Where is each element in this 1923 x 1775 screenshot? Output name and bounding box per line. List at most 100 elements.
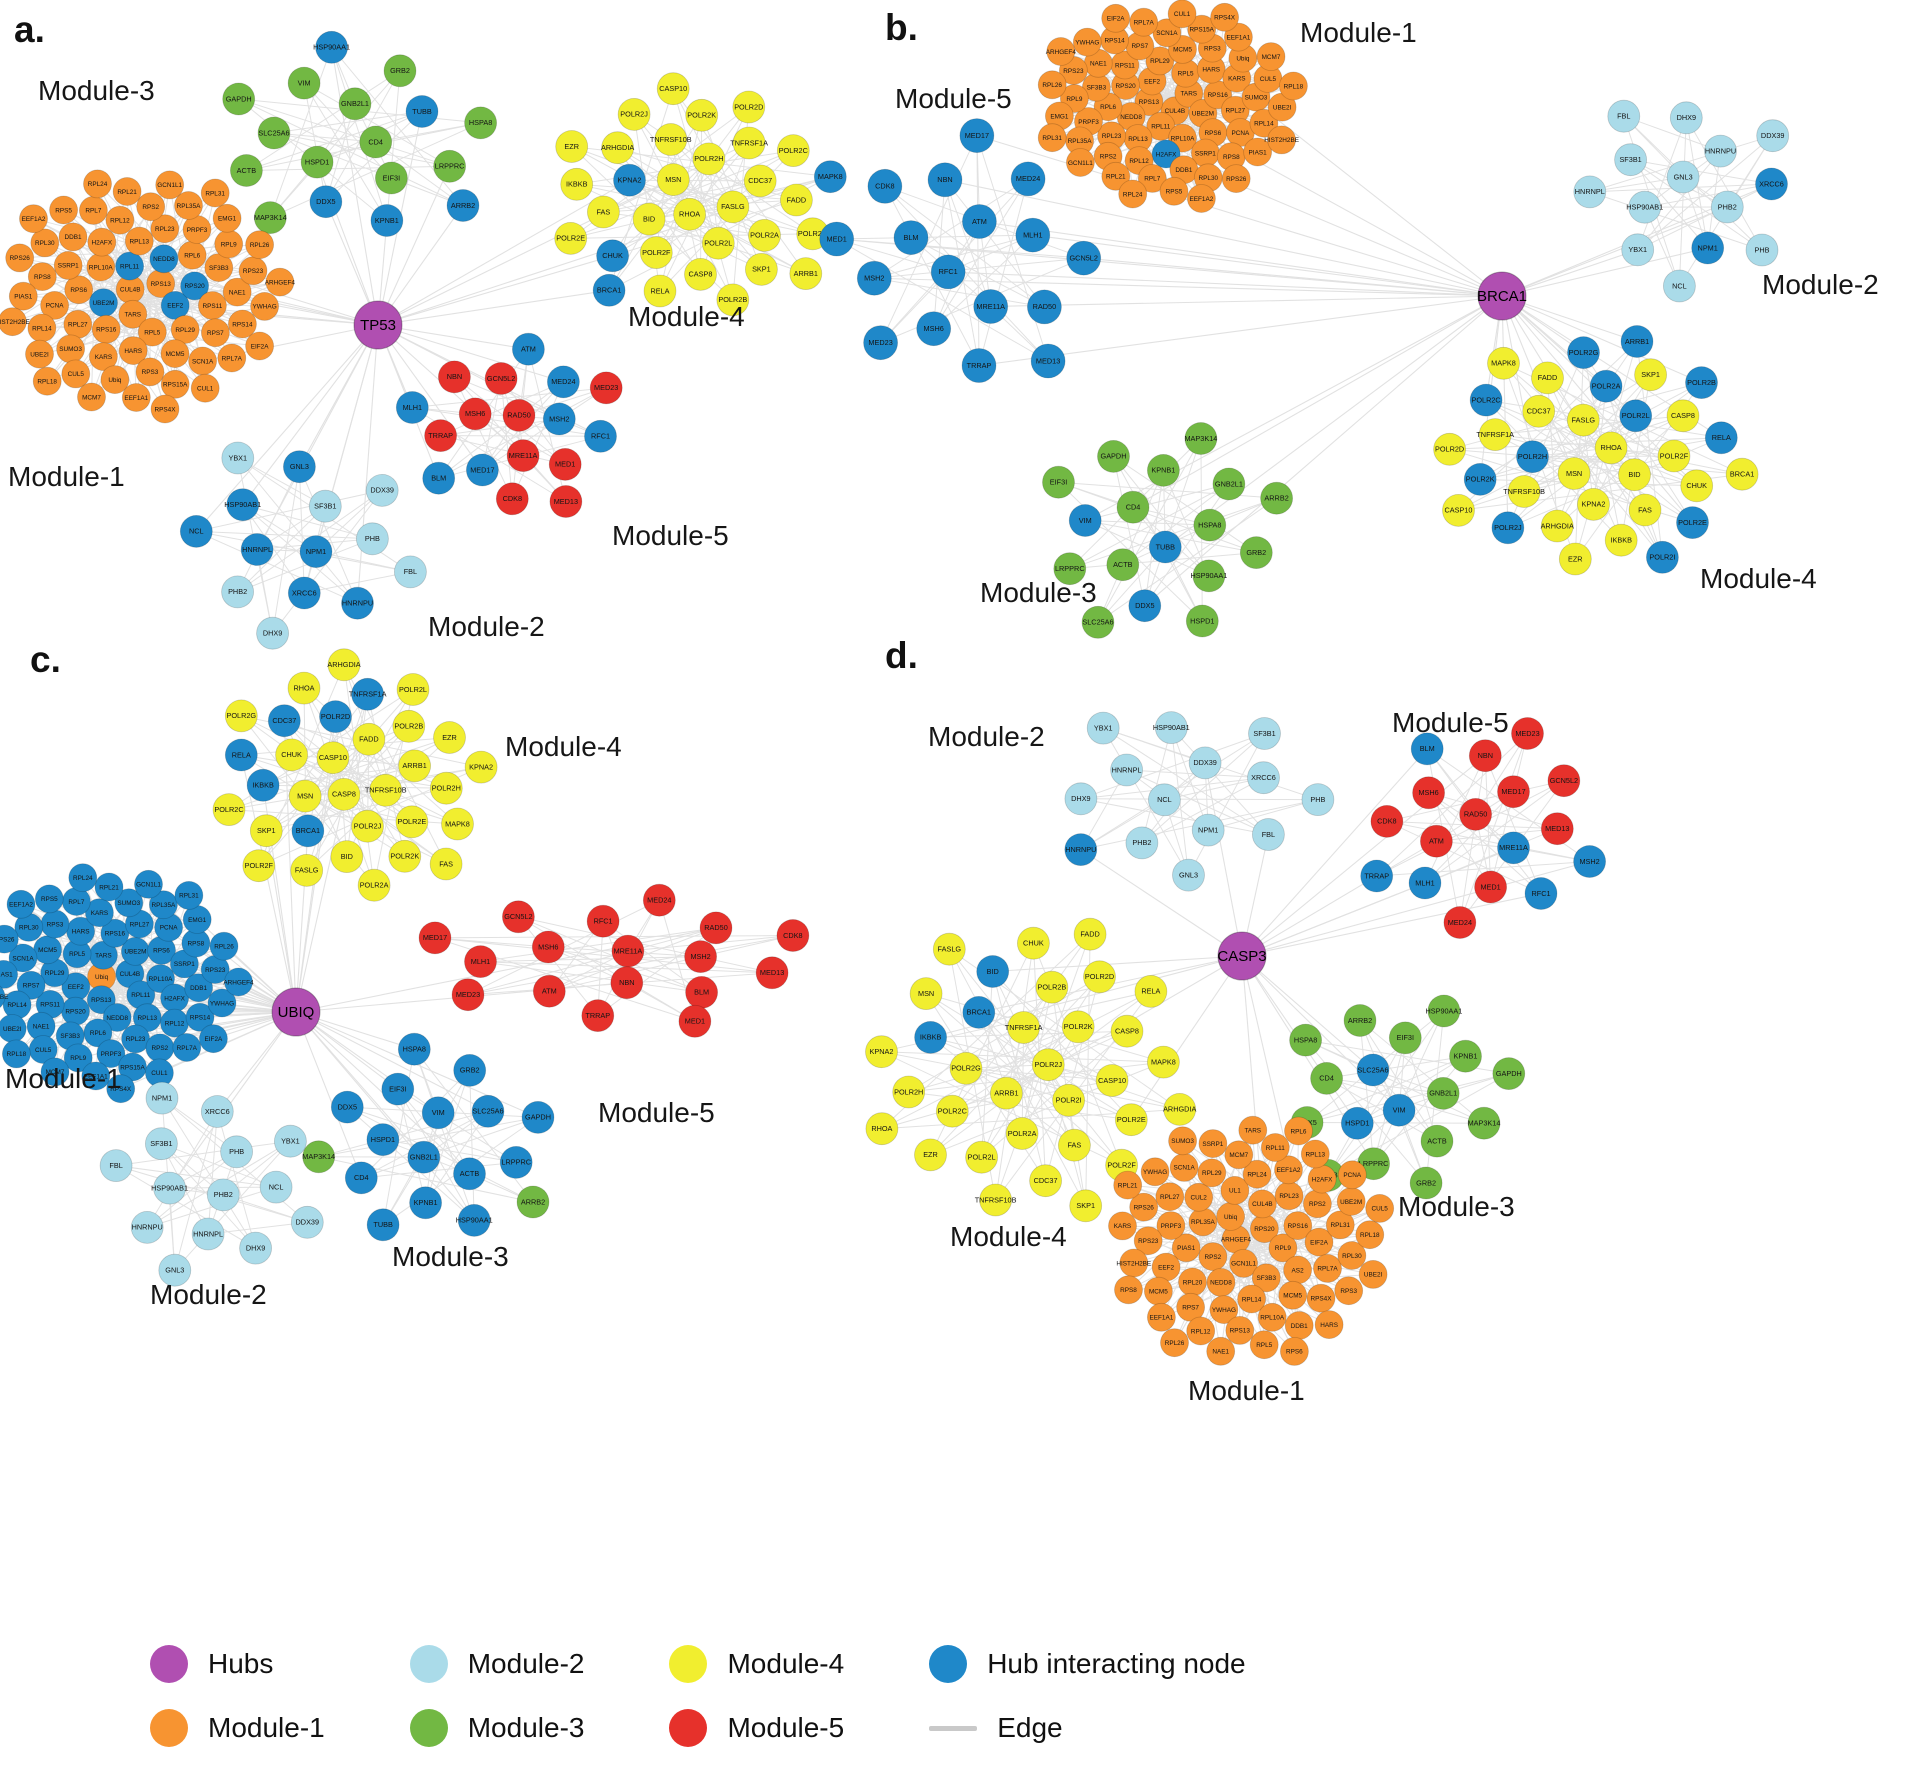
node-HNRNPL[interactable]: HNRNPL <box>1110 753 1143 787</box>
node-SKP1[interactable]: SKP1 <box>249 814 283 848</box>
node-RPS26[interactable]: RPS26 <box>0 924 19 954</box>
node-RPS15A[interactable]: RPS15A <box>118 1052 147 1082</box>
node-PRPF3[interactable]: PRPF3 <box>96 1039 126 1068</box>
node-DDX39[interactable]: DDX39 <box>290 1205 324 1239</box>
node-HSP90AA1[interactable]: HSP90AA1 <box>313 30 350 64</box>
node-XRCC6[interactable]: XRCC6 <box>287 576 321 610</box>
node-SCN1A[interactable]: SCN1A <box>1152 18 1182 48</box>
node-TUBB[interactable]: TUBB <box>1148 530 1182 564</box>
node-RFC1[interactable]: RFC1 <box>930 254 966 290</box>
node-XRCC6[interactable]: XRCC6 <box>1755 167 1788 201</box>
node-EEF1A1[interactable]: EEF1A1 <box>1224 22 1253 52</box>
node-KPNB1[interactable]: KPNB1 <box>1449 1039 1482 1073</box>
node-RPL35A[interactable]: RPL35A <box>174 191 203 220</box>
node-BLM[interactable]: BLM <box>893 220 929 256</box>
node-RPL5[interactable]: RPL5 <box>1249 1330 1279 1360</box>
node-TUBB[interactable]: TUBB <box>366 1208 400 1242</box>
node-FADD[interactable]: FADD <box>352 722 386 756</box>
node-RPL31[interactable]: RPL31 <box>174 881 204 910</box>
node-RPS26[interactable]: RPS26 <box>5 243 35 273</box>
node-EEF2[interactable]: EEF2 <box>1151 1252 1181 1282</box>
node-HSPA8[interactable]: HSPA8 <box>464 106 498 140</box>
node-RAD50[interactable]: RAD50 <box>699 911 733 945</box>
node-FADD[interactable]: FADD <box>1531 361 1564 395</box>
node-ATM[interactable]: ATM <box>512 332 545 366</box>
node-MSH2[interactable]: MSH2 <box>542 402 576 436</box>
node-CASP10[interactable]: CASP10 <box>1442 493 1475 527</box>
node-MED1[interactable]: MED1 <box>548 447 582 481</box>
node-PIAS1[interactable]: PIAS1 <box>1171 1233 1201 1263</box>
node-RPS23[interactable]: RPS23 <box>238 256 268 286</box>
node-EIF2A[interactable]: EIF2A <box>198 1024 228 1054</box>
node-POLR2L[interactable]: POLR2L <box>1619 399 1653 433</box>
node-MSH2[interactable]: MSH2 <box>684 940 717 973</box>
node-POLR2C[interactable]: POLR2C <box>776 134 810 168</box>
node-RPL26[interactable]: RPL26 <box>245 230 275 260</box>
node-EIF2A[interactable]: EIF2A <box>1101 3 1131 33</box>
node-RPL7A[interactable]: RPL7A <box>172 1033 202 1062</box>
node-XRCC6[interactable]: XRCC6 <box>1247 761 1280 795</box>
node-RPL35A[interactable]: RPL35A <box>148 890 178 920</box>
node-HSP90AA1[interactable]: HSP90AA1 <box>1190 559 1227 593</box>
node-RPL7A[interactable]: RPL7A <box>1129 7 1159 37</box>
node-MLH1[interactable]: MLH1 <box>395 391 429 424</box>
node-ARRB2[interactable]: ARRB2 <box>1343 1004 1377 1037</box>
node-EEF1A1[interactable]: EEF1A1 <box>1147 1302 1176 1332</box>
node-POLR2B[interactable]: POLR2B <box>1685 366 1718 400</box>
node-RPS2[interactable]: RPS2 <box>1198 1242 1228 1271</box>
node-CHUK[interactable]: CHUK <box>596 239 629 273</box>
node-UBE2I[interactable]: UBE2I <box>1358 1260 1388 1289</box>
node-ACTB[interactable]: ACTB <box>453 1157 486 1191</box>
node-DDX5[interactable]: DDX5 <box>330 1090 364 1124</box>
node-PHB[interactable]: PHB <box>1301 783 1335 816</box>
node-CDC37[interactable]: CDC37 <box>1029 1164 1062 1198</box>
node-EZR[interactable]: EZR <box>914 1138 947 1172</box>
node-YBX1[interactable]: YBX1 <box>1621 233 1655 267</box>
node-RPL18[interactable]: RPL18 <box>1355 1220 1385 1250</box>
node-POLR2J[interactable]: POLR2J <box>617 98 651 131</box>
node-HIST2H2BE[interactable]: HIST2H2BE <box>1264 125 1299 155</box>
node-YWHAG[interactable]: YWHAG <box>1140 1157 1170 1187</box>
node-POLR2K[interactable]: POLR2K <box>685 98 719 132</box>
node-RELA[interactable]: RELA <box>1704 421 1738 455</box>
node-EMG1[interactable]: EMG1 <box>212 203 242 233</box>
node-ARRB2[interactable]: ARRB2 <box>516 1185 550 1219</box>
node-BRCA1[interactable]: BRCA1 <box>1725 457 1759 491</box>
node-RPL31[interactable]: RPL31 <box>1037 123 1067 153</box>
node-DDB1[interactable]: DDB1 <box>1284 1311 1314 1340</box>
node-SF3B1[interactable]: SF3B1 <box>1614 143 1647 177</box>
node-KPNA2[interactable]: KPNA2 <box>865 1035 898 1069</box>
node-PHB2[interactable]: PHB2 <box>221 575 255 609</box>
node-RPL26[interactable]: RPL26 <box>209 931 239 961</box>
node-CUL5[interactable]: CUL5 <box>61 359 91 389</box>
node-MED13[interactable]: MED13 <box>1030 343 1066 379</box>
node-GRB2[interactable]: GRB2 <box>1239 536 1273 569</box>
node-CDK8[interactable]: CDK8 <box>867 168 903 204</box>
node-CASP8[interactable]: CASP8 <box>327 778 361 811</box>
node-EIF3I[interactable]: EIF3I <box>381 1072 415 1106</box>
node-POLR2F[interactable]: POLR2F <box>639 236 673 270</box>
node-RPL6[interactable]: RPL6 <box>1284 1116 1313 1146</box>
node-BLM[interactable]: BLM <box>422 461 456 495</box>
node-GNB2L1[interactable]: GNB2L1 <box>338 87 372 121</box>
node-BLM[interactable]: BLM <box>1410 732 1444 766</box>
node-RPS20[interactable]: RPS20 <box>61 996 90 1026</box>
node-CHUK[interactable]: CHUK <box>1680 469 1714 503</box>
node-NEDD8[interactable]: NEDD8 <box>102 1003 132 1032</box>
node-RPL7[interactable]: RPL7 <box>1137 163 1167 193</box>
node-TNFRSF10B[interactable]: TNFRSF10B <box>365 773 407 807</box>
node-SLC25A6[interactable]: SLC25A6 <box>257 116 291 150</box>
node-GCN5L2[interactable]: GCN5L2 <box>502 900 535 934</box>
node-ATM[interactable]: ATM <box>532 974 566 1008</box>
node-CDK8[interactable]: CDK8 <box>495 482 529 516</box>
node-FADD[interactable]: FADD <box>1073 917 1107 951</box>
node-RPL9[interactable]: RPL9 <box>214 229 244 259</box>
node-YBX1[interactable]: YBX1 <box>1086 711 1120 745</box>
node-MED1[interactable]: MED1 <box>678 1004 712 1038</box>
node-RPS3[interactable]: RPS3 <box>135 357 165 387</box>
node-MED24[interactable]: MED24 <box>1443 906 1477 939</box>
node-POLR2D[interactable]: POLR2D <box>1433 432 1466 466</box>
node-BID[interactable]: BID <box>330 840 364 873</box>
node-DDB1[interactable]: DDB1 <box>58 222 88 252</box>
node-RPL31[interactable]: RPL31 <box>1325 1210 1355 1240</box>
